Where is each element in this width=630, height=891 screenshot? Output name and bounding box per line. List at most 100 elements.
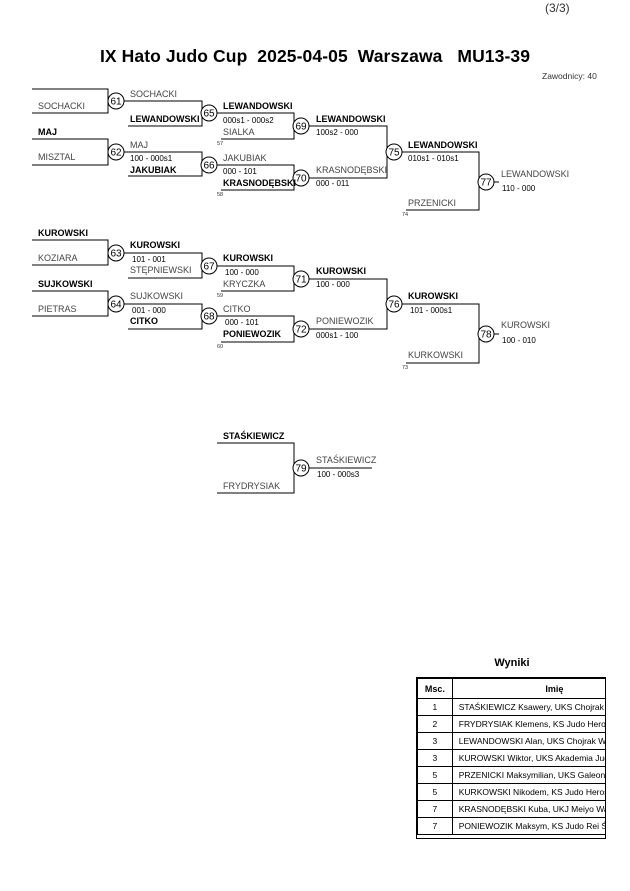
competitor-name: CITKO — [130, 316, 158, 326]
match-number-circle — [385, 143, 403, 161]
result-place: 5 — [417, 766, 453, 784]
match-score: 101 - 001 — [132, 255, 166, 264]
competitor-name: KUROWSKI — [38, 228, 88, 238]
competitor-name: KURKOWSKI — [408, 350, 463, 360]
competitor-name: KOZIARA — [38, 253, 78, 263]
match-number-circle — [292, 117, 310, 135]
competitor-name: SOCHACKI — [38, 101, 85, 111]
match-score: 110 - 000 — [502, 184, 536, 193]
competitor-name: STAŚKIEWICZ — [223, 430, 285, 441]
competitor-name: KRASNODĘBSKI — [223, 178, 296, 188]
match-number-circle — [200, 104, 218, 122]
competitor-name: KUROWSKI — [223, 253, 273, 263]
competitor-name: FRYDRYSIAK — [223, 481, 280, 491]
competitor-name: LEWANDOWSKI — [316, 114, 386, 124]
result-name: PONIEWOZIK Maksym, KS Judo Rei Świdnik — [451, 817, 605, 835]
match-number-circle — [292, 169, 310, 187]
match-number: 76 — [388, 300, 400, 311]
competitor-name: MAJ — [130, 140, 148, 150]
competitor-count: Zawodnicy: 40 — [542, 71, 597, 81]
results-title: Wyniki — [494, 657, 530, 669]
match-number: 71 — [295, 275, 307, 286]
match-number: 63 — [110, 249, 122, 260]
result-place: 3 — [417, 732, 453, 750]
competitor-name: STAŚKIEWICZ — [316, 454, 377, 465]
match-score: 100 - 000 — [316, 280, 350, 289]
match-score: 000 - 101 — [225, 318, 259, 327]
competitor-name: KUROWSKI — [501, 320, 550, 330]
competitor-name: PRZENICKI — [408, 198, 456, 208]
match-number: 70 — [295, 174, 307, 185]
competitor-name: LEWANDOWSKI — [223, 101, 293, 111]
competitor-name: PIETRAS — [38, 304, 77, 314]
competitor-name: LEWANDOWSKI — [501, 169, 569, 179]
match-number-circle — [200, 307, 218, 325]
match-number-circle — [200, 257, 218, 275]
result-name: LEWANDOWSKI Alan, UKS Chojrak Warszawa — [451, 732, 605, 750]
results-header-row: Msc. Imię — [417, 678, 605, 699]
match-score: 100 - 000s1 — [130, 154, 173, 163]
competitor-name: KUROWSKI — [316, 266, 366, 276]
match-number-circle — [107, 143, 125, 161]
match-number-circle — [200, 156, 218, 174]
match-score: 000 - 101 — [223, 167, 257, 176]
match-number-circle — [107, 244, 125, 262]
match-score: 001 - 000 — [132, 306, 166, 315]
match-number-circle — [107, 92, 125, 110]
result-place: 1 — [417, 698, 453, 716]
match-score: 100 - 000s3 — [317, 470, 360, 479]
match-ref: 58 — [217, 192, 223, 198]
match-number-circle — [292, 320, 310, 338]
match-number: 75 — [388, 148, 400, 159]
page-number: (3/3) — [545, 1, 570, 15]
match-score: 100 - 010 — [502, 336, 536, 345]
match-ref: 73 — [402, 365, 408, 371]
match-number: 78 — [480, 330, 492, 341]
competitor-name: STĘPNIEWSKI — [130, 265, 192, 275]
result-place: 3 — [417, 749, 453, 767]
competitor-name: PONIEWOZIK — [316, 316, 374, 326]
competitor-name: MAJ — [38, 127, 57, 137]
result-name: KUROWSKI Wiktor, UKS Akademia Judo Drago… — [451, 749, 605, 767]
competitor-name: LEWANDOWSKI — [130, 114, 200, 124]
match-ref: 57 — [217, 141, 223, 147]
result-name: KRASNODĘBSKI Kuba, UKJ Meiyo Warszawa — [451, 800, 605, 818]
result-place: 2 — [417, 715, 453, 733]
competitor-name: PONIEWOZIK — [223, 329, 281, 339]
match-score: 101 - 000s1 — [410, 306, 453, 315]
match-number-circle — [477, 173, 495, 191]
match-number-circle — [385, 295, 403, 313]
competitor-name: KUROWSKI — [130, 240, 180, 250]
competitor-name: LEWANDOWSKI — [408, 140, 478, 150]
match-number-circle — [477, 325, 495, 343]
match-number: 69 — [295, 122, 307, 133]
match-number: 77 — [480, 178, 492, 189]
results-header-name: Imię — [451, 678, 605, 699]
match-number: 62 — [110, 148, 122, 159]
match-number: 65 — [203, 109, 215, 120]
competitor-name: JAKUBIAK — [130, 165, 177, 175]
page-title: IX Hato Judo Cup 2025-04-05 Warszawa MU1… — [99, 46, 531, 66]
match-number: 72 — [295, 325, 307, 336]
match-number: 61 — [110, 97, 122, 108]
tournament-bracket: 6162656669707577SOCHACKISOCHACKIMAJMISZT… — [32, 88, 569, 494]
match-score: 000 - 011 — [316, 179, 350, 188]
match-score: 000s1 - 000s2 — [223, 116, 274, 125]
competitor-name: SUJKOWSKI — [38, 279, 93, 289]
match-ref: 59 — [217, 293, 223, 299]
match-score: 100s2 - 000 — [316, 128, 359, 137]
result-name: PRZENICKI Maksymilian, UKS Galeon Gdynia — [451, 766, 605, 784]
result-place: 7 — [417, 800, 453, 818]
competitor-name: SUJKOWSKI — [130, 291, 183, 301]
result-name: FRYDRYSIAK Klemens, KS Judo Heros Łódź — [451, 715, 605, 733]
match-ref: 74 — [402, 212, 408, 218]
competitor-name: SIALKA — [223, 127, 255, 137]
result-place: 5 — [417, 783, 453, 801]
competitor-name: SOCHACKI — [130, 89, 177, 99]
match-ref: 60 — [217, 344, 223, 350]
